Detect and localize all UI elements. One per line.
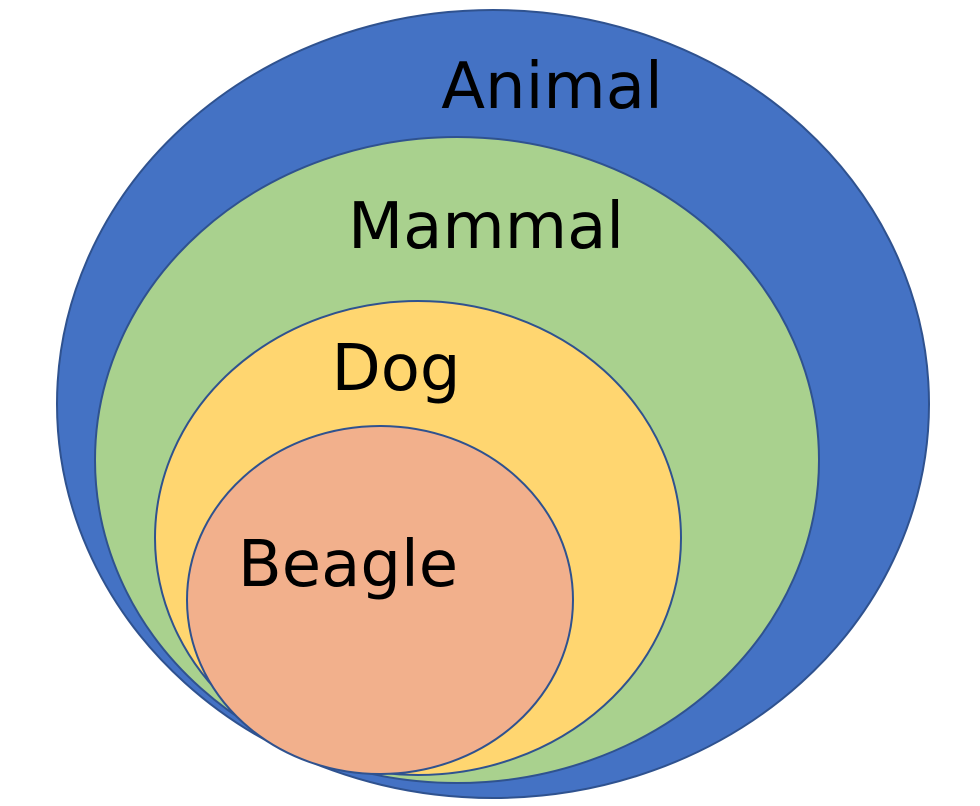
set-mammal-label: Mammal bbox=[348, 190, 624, 264]
set-dog-label: Dog bbox=[331, 332, 460, 406]
set-beagle-ellipse bbox=[186, 425, 574, 775]
set-animal-label: Animal bbox=[441, 50, 662, 124]
set-beagle: Beagle bbox=[186, 425, 574, 775]
set-beagle-label: Beagle bbox=[238, 528, 458, 602]
